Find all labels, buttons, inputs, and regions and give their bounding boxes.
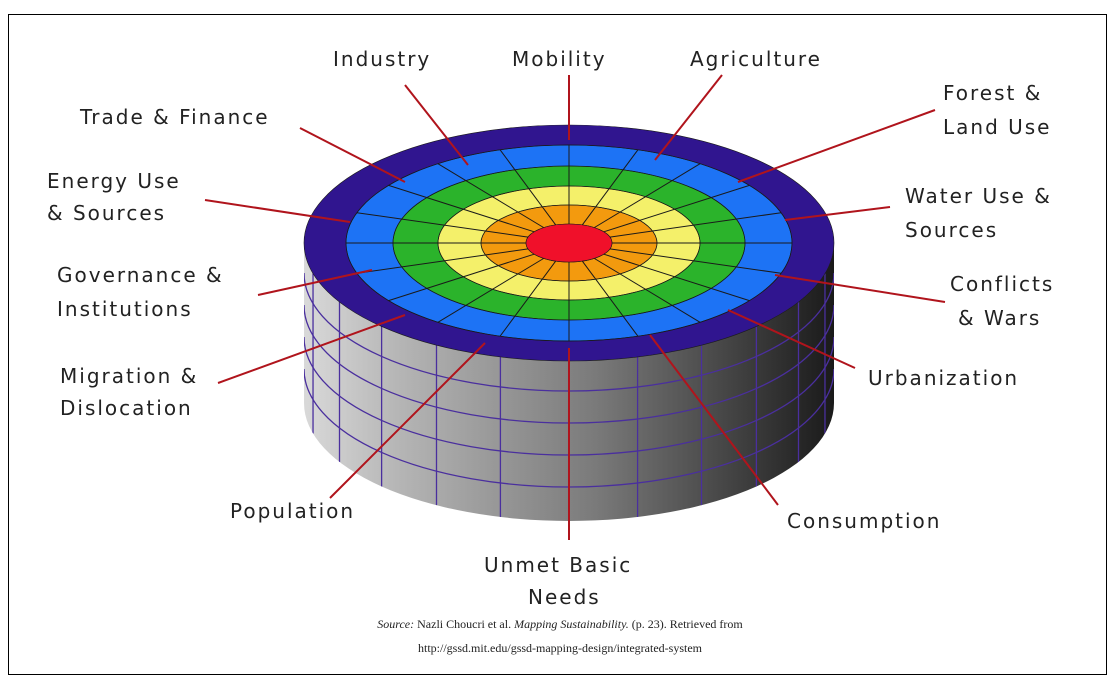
ring-outline <box>480 204 658 282</box>
label-governance-line1: Governance & <box>57 263 224 287</box>
source-prefix: Source: <box>377 617 414 631</box>
center-core-overlay <box>525 223 613 263</box>
source-citation: Source: Nazli Choucri et al. Mapping Sus… <box>377 617 743 631</box>
leader-forest <box>737 109 936 183</box>
label-agriculture: Agriculture <box>690 47 822 71</box>
label-water-line1: Water Use & <box>905 184 1052 208</box>
label-trade-finance: Trade & Finance <box>79 105 270 129</box>
source-url: http://gssd.mit.edu/gssd-mapping-design/… <box>418 641 703 655</box>
spoke <box>499 149 557 226</box>
leader-lines <box>204 74 946 540</box>
label-energy-line1: Energy Use <box>47 169 181 193</box>
spoke <box>581 260 639 337</box>
spoke <box>388 184 535 233</box>
label-water-line2: Sources <box>905 218 998 242</box>
label-governance-line2: Institutions <box>57 297 193 321</box>
spoke <box>437 163 544 229</box>
label-mobility: Mobility <box>512 47 607 71</box>
label-consumption: Consumption <box>787 509 941 533</box>
label-unmet-needs-line2: Needs <box>528 585 601 609</box>
label-forest-line2: Land Use <box>943 115 1052 139</box>
leader-urbanization <box>727 309 856 369</box>
label-conflicts-line2: & Wars <box>958 306 1041 330</box>
source-text: Nazli Choucri et al. <box>414 617 514 631</box>
leader-trade-finance <box>299 127 406 183</box>
spoke <box>581 149 639 226</box>
spoke <box>609 212 782 238</box>
leader-conflicts <box>774 274 946 303</box>
label-forest-line1: Forest & <box>943 81 1042 105</box>
leader-water <box>784 206 891 221</box>
leader-population <box>329 342 486 499</box>
spoke <box>609 248 782 274</box>
source-suffix: (p. 23). Retrieved from <box>629 617 744 631</box>
label-energy-line2: & Sources <box>47 201 166 225</box>
spoke <box>594 163 701 229</box>
spoke <box>603 184 750 233</box>
ring-outline <box>437 185 701 301</box>
source-title: Mapping Sustainability. <box>513 617 629 631</box>
cylinder-grid <box>304 272 834 521</box>
leader-migration <box>217 314 406 384</box>
spoke <box>388 253 535 302</box>
label-population: Population <box>230 499 355 523</box>
spoke <box>437 257 544 323</box>
label-conflicts-line1: Conflicts <box>950 272 1054 296</box>
label-migration-line1: Migration & <box>60 364 198 388</box>
spoke <box>356 248 529 274</box>
leader-governance <box>257 269 373 296</box>
radial-spokes <box>345 144 793 342</box>
spoke <box>499 260 557 337</box>
leader-energy <box>204 199 351 223</box>
cylinder-top <box>303 124 835 362</box>
leader-consumption <box>649 334 779 506</box>
label-migration-line2: Dislocation <box>60 396 193 420</box>
leader-industry <box>404 84 469 166</box>
ring-outline <box>392 165 746 321</box>
spoke <box>594 257 701 323</box>
label-unmet-needs-line1: Unmet Basic <box>484 553 632 577</box>
spoke <box>356 212 529 238</box>
leader-agriculture <box>654 74 723 161</box>
ring-outline <box>345 144 793 342</box>
label-urbanization: Urbanization <box>868 366 1019 390</box>
spoke <box>603 253 750 302</box>
label-industry: Industry <box>333 47 431 71</box>
